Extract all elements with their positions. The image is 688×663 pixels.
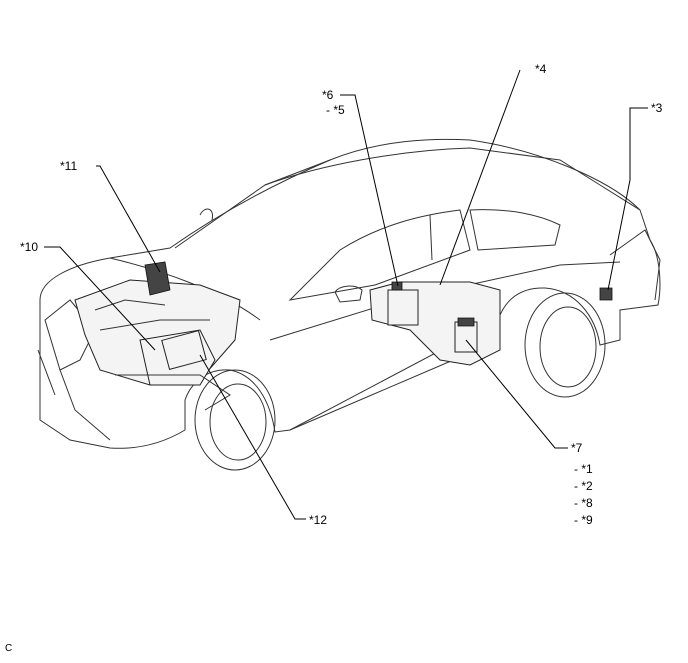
sub-prefix: - — [326, 103, 330, 117]
callout-5-row: - *5 — [326, 103, 345, 117]
leader-11 — [96, 165, 161, 273]
callout-2: *2 — [581, 479, 593, 493]
callout-12: *12 — [309, 513, 328, 527]
leader-3 — [607, 107, 648, 291]
callout-8: *8 — [581, 496, 593, 510]
engine-components — [74, 261, 241, 411]
leader-4 — [439, 69, 521, 286]
leader-6 — [340, 94, 399, 287]
leader-10 — [44, 246, 156, 351]
callout-9-row: - *9 — [574, 513, 593, 527]
sub-prefix: - — [574, 462, 578, 476]
sub-prefix: - — [574, 479, 578, 493]
figure-code: C — [5, 643, 13, 654]
leader-lines — [44, 69, 648, 520]
callout-3: *3 — [651, 101, 663, 115]
callout-4: *4 — [535, 62, 547, 76]
callout-8-row: - *8 — [574, 496, 593, 510]
leader-12 — [199, 354, 306, 520]
callout-11: *11 — [60, 159, 78, 173]
leader-7 — [465, 339, 568, 449]
callout-7: *7 — [571, 441, 583, 455]
sub-prefix: - — [574, 513, 578, 527]
fuel-tank-components — [369, 281, 613, 366]
sub-prefix: - — [574, 496, 578, 510]
callout-10: *10 — [20, 240, 39, 254]
callout-9: *9 — [581, 513, 593, 527]
callout-5: *5 — [333, 103, 345, 117]
callout-1: *1 — [581, 462, 593, 476]
callout-2-row: - *2 — [574, 479, 593, 493]
callout-1-row: - *1 — [574, 462, 593, 476]
callout-6: *6 — [322, 88, 334, 102]
